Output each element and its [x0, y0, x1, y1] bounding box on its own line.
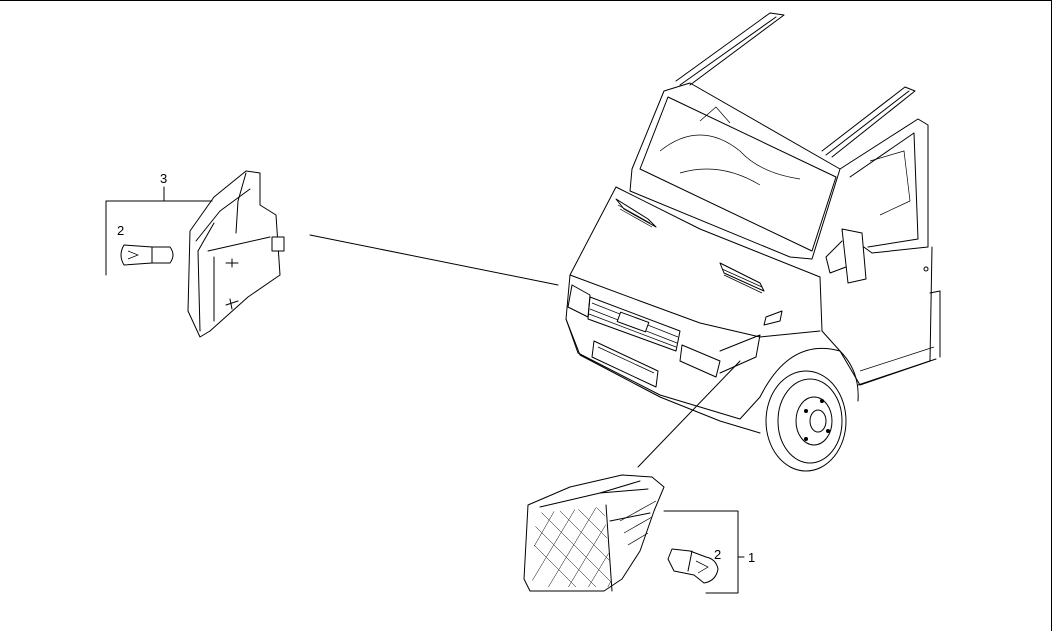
van-illustration	[565, 12, 941, 472]
corner-lamp-lens	[532, 507, 612, 587]
leader-lines	[309, 234, 741, 468]
bulb-part-left	[120, 244, 174, 266]
headlamp-unit-part	[187, 170, 285, 338]
callout-2-bulb-left: 2	[117, 223, 124, 238]
callout-3-headlamp: 3	[160, 171, 167, 186]
callout-1-corner-lamp: 1	[748, 550, 755, 565]
corner-lamp-callout-bracket	[663, 510, 745, 594]
callout-2-bulb-right: 2	[714, 547, 721, 562]
headlamp-callout-bracket	[105, 186, 213, 276]
headlamp-leader-line	[309, 234, 559, 286]
bulb-part-right	[667, 548, 719, 584]
corner-lamp-part	[523, 474, 665, 592]
corner-lamp-leader-line	[637, 360, 741, 468]
